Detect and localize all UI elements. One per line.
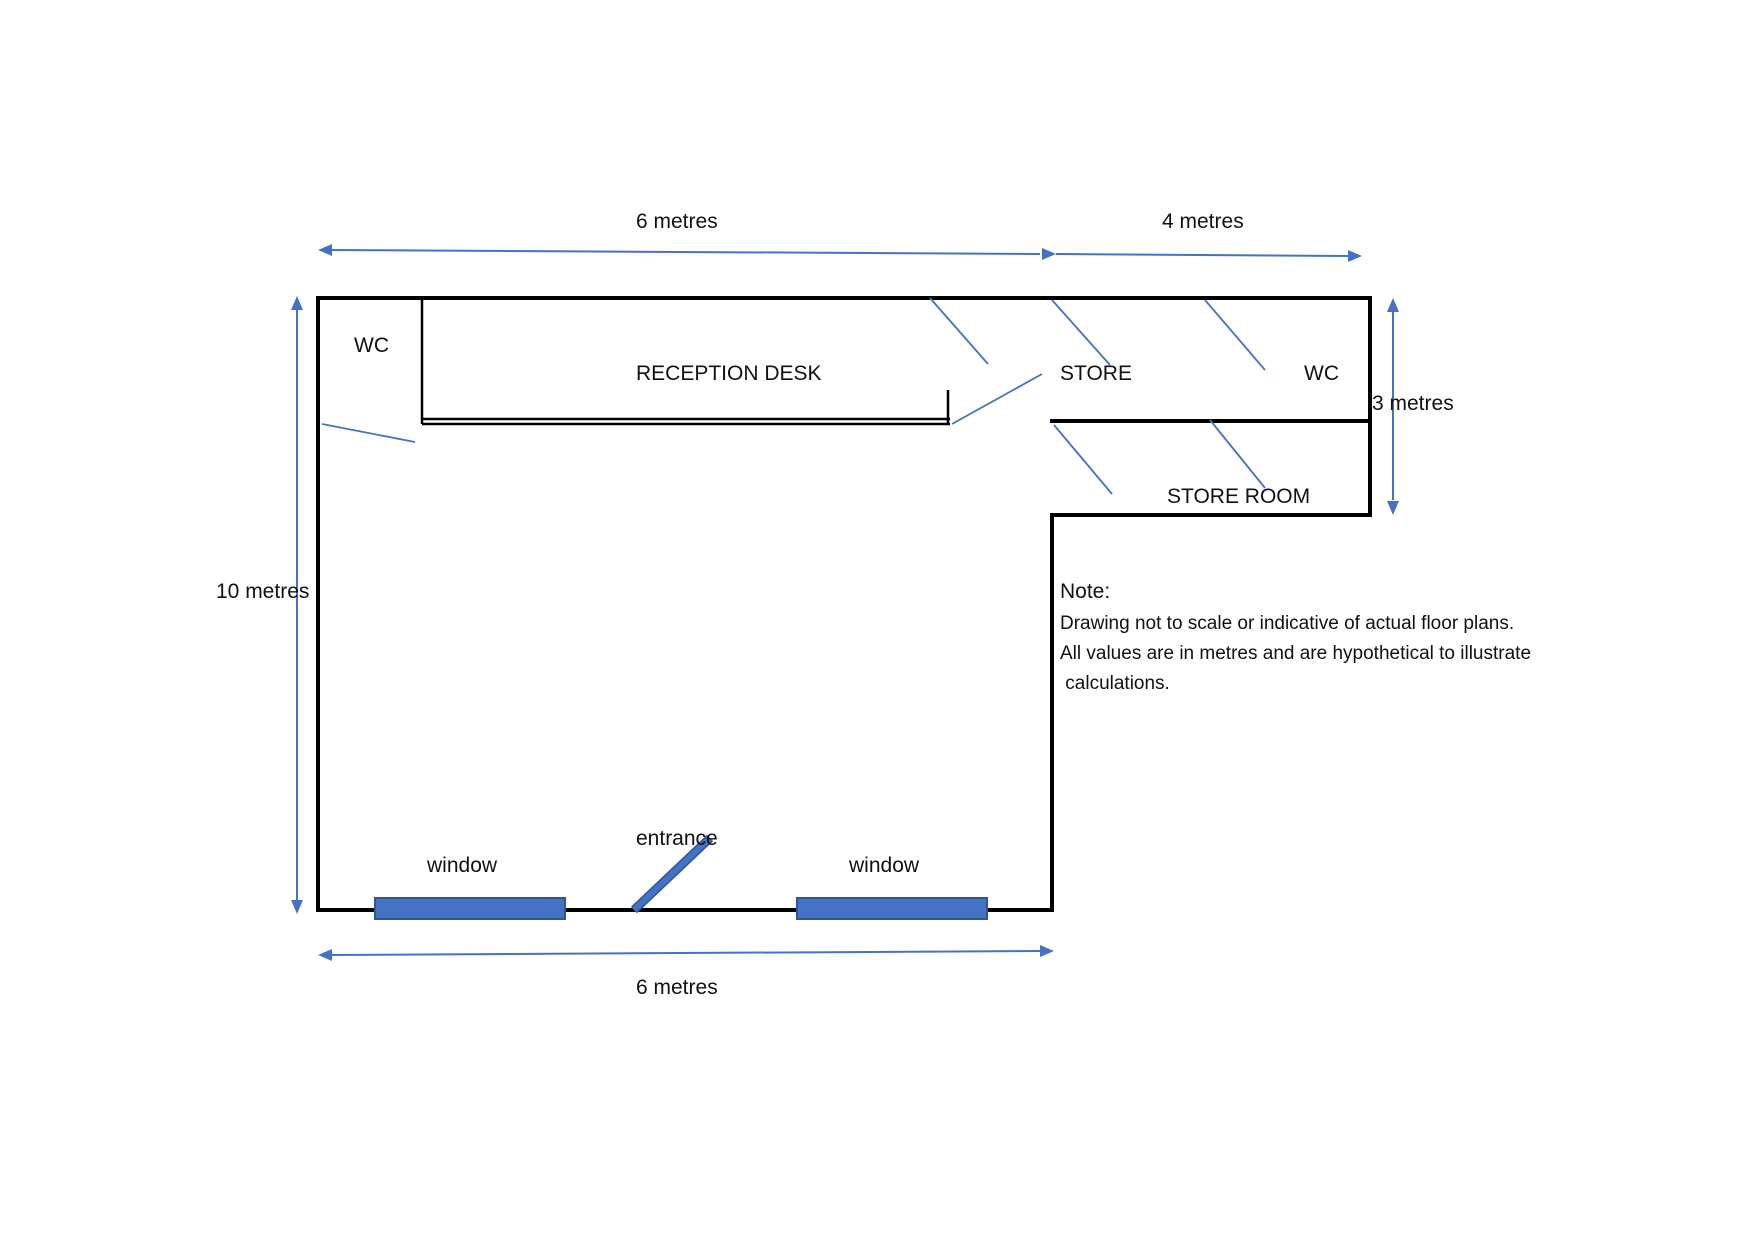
store-room-door-left <box>1053 424 1113 495</box>
doors <box>321 297 1266 495</box>
dimension-labels: 6 metres 4 metres 10 metres 3 metres 6 m… <box>216 210 1454 999</box>
note-line-1: Drawing not to scale or indicative of ac… <box>1060 613 1514 634</box>
outer-walls <box>316 296 1372 912</box>
room-label-store: STORE <box>1060 362 1132 385</box>
dimension-right-label: 3 metres <box>1372 392 1454 415</box>
note-line-3: calculations. <box>1060 673 1170 694</box>
arrowhead-right-top <box>1387 298 1399 312</box>
dimension-bottom-label: 6 metres <box>636 976 718 999</box>
arrowhead-top-left-end <box>1042 248 1056 260</box>
arrowhead-right-bottom <box>1387 501 1399 515</box>
note-line-2: All values are in metres and are hypothe… <box>1060 643 1531 664</box>
window-left-shape <box>374 897 566 920</box>
entrance-door-fill <box>631 835 713 913</box>
note-block: Note: Drawing not to scale or indicative… <box>1060 580 1531 694</box>
wc-right-door <box>1204 299 1266 371</box>
store-room-door-right <box>1209 419 1266 489</box>
interior-walls <box>420 298 1372 426</box>
reception-door <box>929 297 989 365</box>
dimension-top-right-label: 4 metres <box>1162 210 1244 233</box>
dimension-top-left-label: 6 metres <box>636 210 718 233</box>
arrowhead-bottom-start <box>318 949 332 961</box>
dimension-bottom-line <box>329 950 1041 956</box>
openings <box>374 834 988 920</box>
window-right-label: window <box>848 854 920 877</box>
feature-labels: window entrance window <box>426 827 920 877</box>
room-label-reception-desk: RECEPTION DESK <box>636 362 822 385</box>
arrowhead-bottom-end <box>1040 945 1054 957</box>
window-left-label: window <box>426 854 498 877</box>
entrance-label: entrance <box>636 827 718 850</box>
outer-wall-outline <box>316 296 1372 912</box>
room-label-wc-left: WC <box>354 334 389 357</box>
dimension-top-left-line <box>329 249 1041 255</box>
wc-left-door <box>321 423 416 443</box>
arrowhead-left-top <box>291 296 303 310</box>
window-right-shape <box>796 897 988 920</box>
arrowhead-top-right-end <box>1348 250 1362 262</box>
store-door <box>1051 299 1111 366</box>
reception-desk-door <box>951 373 1043 425</box>
room-labels: WC RECEPTION DESK STORE WC STORE ROOM <box>354 334 1339 508</box>
arrowhead-left-bottom <box>291 900 303 914</box>
dimension-left-label: 10 metres <box>216 580 309 603</box>
dimension-top-right-line <box>1055 253 1351 257</box>
dimension-lines <box>291 244 1399 961</box>
note-heading: Note: <box>1060 580 1110 603</box>
room-label-wc-right: WC <box>1304 362 1339 385</box>
room-label-store-room: STORE ROOM <box>1167 485 1310 508</box>
arrowhead-top-left-start <box>318 244 332 256</box>
